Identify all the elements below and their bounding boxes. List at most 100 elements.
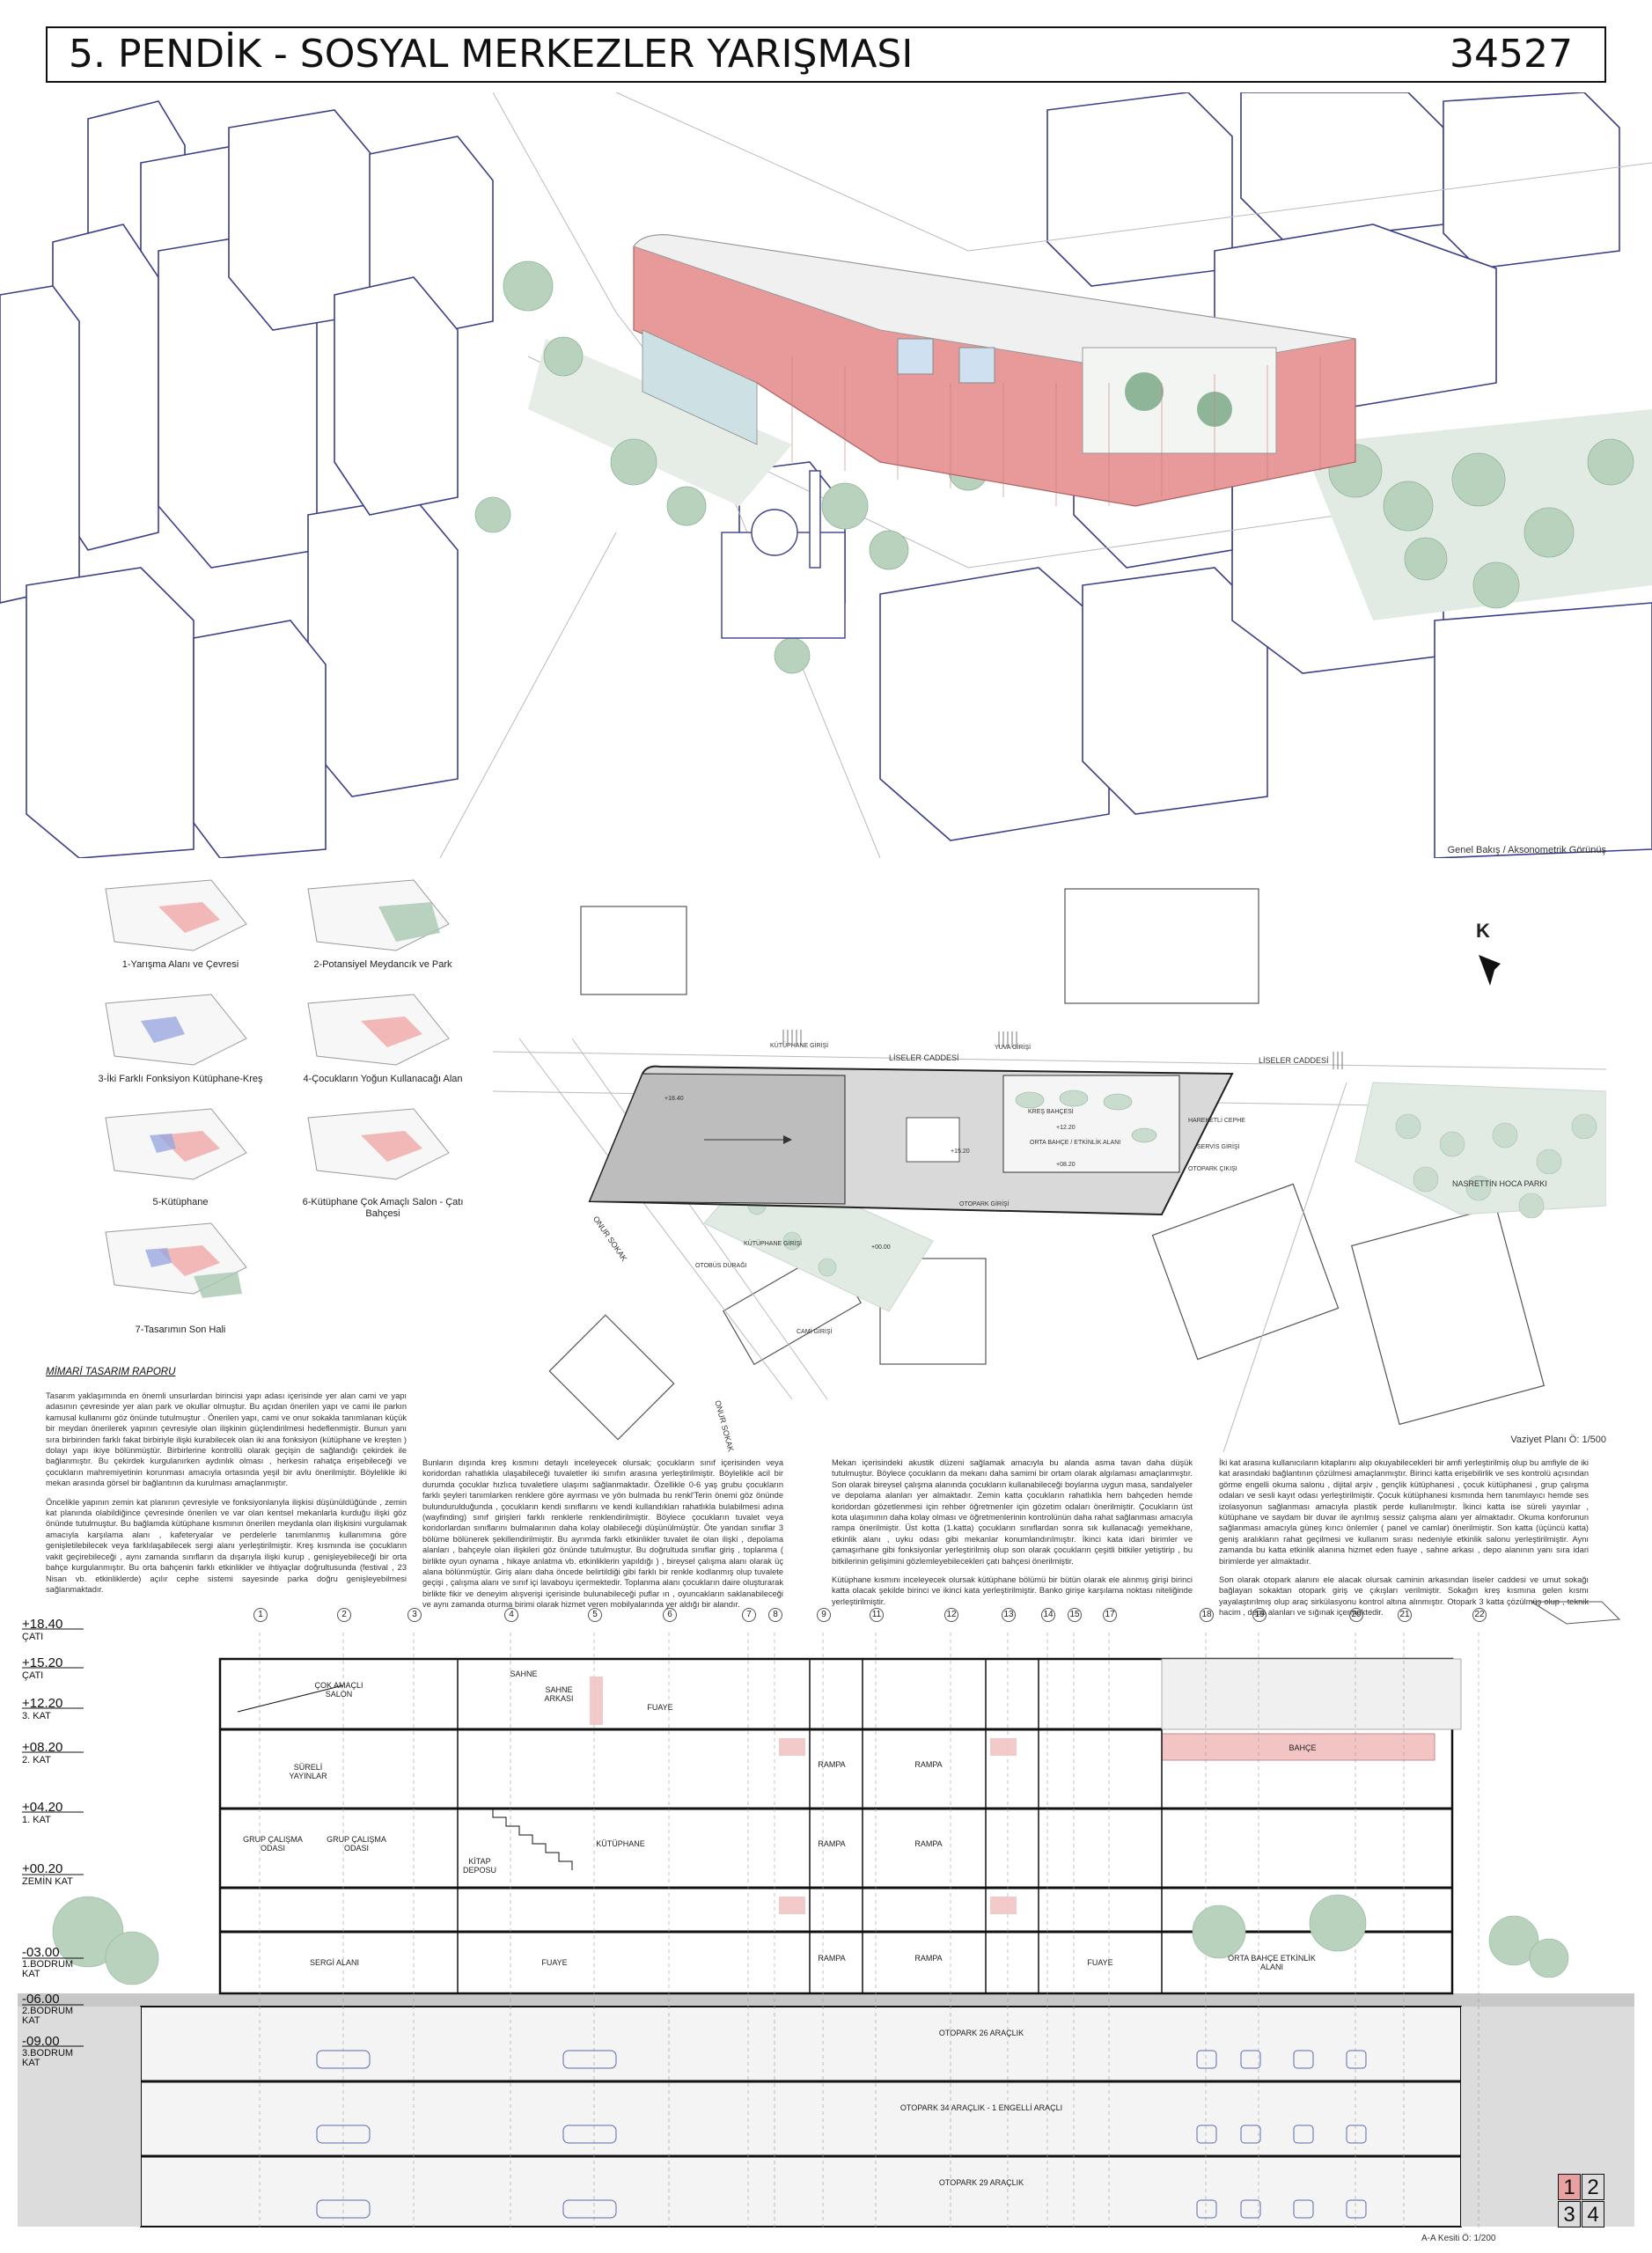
central-garden-label: ORTA BAHÇE / ETKİNLİK ALANI [1030, 1140, 1121, 1146]
main-building [633, 234, 1356, 507]
report-paragraph: Öncelikle yapının zemin kat planının çev… [46, 1497, 407, 1594]
section-trees [52, 1894, 1569, 1985]
room-label: FUAYE [647, 1703, 673, 1712]
diagram-label-5: 5-Kütüphane [152, 1197, 209, 1207]
diagram-label-3: 3-İki Farklı Fonksiyon Kütüphane-Kreş [98, 1074, 263, 1084]
room-label: SAHNE [510, 1670, 538, 1678]
parking-entry-label: OTOPARK GİRİŞİ [959, 1201, 1010, 1207]
grid-axis-label: 15 [1068, 1608, 1082, 1622]
level-label: +12.20 3. KAT [22, 1696, 63, 1721]
report-paragraph: Kütüphane kısmını inceleyecek olursak kü… [832, 1575, 1193, 1606]
page-title: 5. PENDİK - SOSYAL MERKEZLER YARIŞMASI [69, 32, 914, 77]
trees [474, 261, 1634, 674]
kids-garden-label: KREŞ BAHÇESİ [1028, 1109, 1074, 1115]
diagram-sketches [105, 879, 450, 1298]
report-paragraph: Son olarak otopark alanını ele alacak ol… [1219, 1575, 1589, 1618]
report-paragraph: Bunların dışında kreş kısmını detaylı in… [422, 1458, 783, 1610]
title-frame [46, 26, 1606, 83]
north-label: K [1476, 920, 1490, 942]
room-label: RAMPA [914, 1760, 943, 1769]
section-drawing: 1 2 3 4 5 6 7 8 9 11 12 13 14 15 17 18 1… [18, 1597, 1634, 2249]
elevation-label-4: +08.20 [1056, 1162, 1076, 1168]
grid-axis-label: 9 [817, 1608, 831, 1622]
report-paragraph: Tasarım yaklaşımında en önemli unsurlard… [46, 1391, 407, 1488]
key-plan-icon [1530, 1601, 1621, 1625]
grid-axis-label: 17 [1103, 1608, 1117, 1622]
room-label: OTOPARK 26 ARAÇLIK [938, 2029, 1024, 2037]
room-label: KİTAP DEPOSU [462, 1857, 496, 1875]
grid-axis-label: 22 [1472, 1608, 1487, 1622]
room-label: RAMPA [914, 1954, 943, 1963]
roof-garden [1082, 347, 1277, 454]
elevation-label-3: +12.20 [1056, 1125, 1076, 1131]
room-label: KÜTÜPHANE [596, 1839, 645, 1848]
diagram-label-7: 7-Tasarımın Son Hali [135, 1325, 226, 1335]
axonometric-drawing [0, 92, 1652, 859]
park-area [1303, 409, 1652, 620]
diagram-label-6: 6-Kütüphane Çok Amaçlı Salon - Çatı Bahç… [302, 1197, 464, 1219]
grid-axis-label: 14 [1041, 1608, 1055, 1622]
grid-axis-label: 1 [253, 1608, 268, 1622]
service-entry-label: SERVİS GİRİŞİ [1197, 1144, 1240, 1150]
report-paragraph: İki kat arasına kullanıcıların kitapları… [1219, 1458, 1589, 1566]
level-label: +04.20 1. KAT [22, 1800, 63, 1825]
grid-axis-label: 18 [1200, 1608, 1214, 1622]
report-column-4: İki kat arasına kullanıcıların kitapları… [1219, 1457, 1589, 1626]
room-label: OTOPARK 29 ARAÇLIK [938, 2178, 1024, 2187]
roof-garden-bahce [1161, 1733, 1435, 1761]
room-label: RAMPA [818, 1954, 846, 1963]
room-label: FUAYE [1087, 1958, 1113, 1967]
grid-axis-label: 3 [407, 1608, 422, 1622]
room-label: OTOPARK 34 ARAÇLIK - 1 ENGELLİ ARAÇLI [899, 2103, 1063, 2112]
elevation-label-2: +15.20 [951, 1149, 970, 1155]
grid-axis-label: 5 [588, 1608, 602, 1622]
room-label: SÜRELİ YAYINLAR [289, 1763, 327, 1780]
sheet-index: 1 2 3 4 [1558, 2174, 1605, 2228]
grid-axis-label: 13 [1002, 1608, 1016, 1622]
room-label: ORTA BAHÇE ETKİNLİK ALANI [1228, 1954, 1316, 1971]
sheet-cell-4[interactable]: 4 [1582, 2201, 1604, 2227]
report-heading: MİMARİ TASARIM RAPORU [46, 1367, 176, 1377]
room-label: SERGİ ALANI [309, 1958, 360, 1967]
grid-axis-label: 4 [504, 1608, 518, 1622]
elevation-label-1: +18.40 [664, 1096, 684, 1102]
room-label: BAHÇE [1289, 1743, 1317, 1752]
bus-stop-label: OTOBÜS DURAĞI [695, 1263, 747, 1269]
room-label: GRUP ÇALIŞMA ODASI [243, 1835, 303, 1853]
grid-axis-label: 20 [1349, 1608, 1363, 1622]
grid-axis-label: 19 [1252, 1608, 1267, 1622]
sheet-cell-2[interactable]: 2 [1582, 2174, 1604, 2200]
parking-exit-label: OTOPARK ÇIKIŞI [1188, 1166, 1237, 1172]
axonometric-view [0, 92, 1652, 859]
sheet-cell-1[interactable]: 1 [1558, 2174, 1581, 2200]
report-column-1: Tasarım yaklaşımında en önemli unsurlard… [46, 1391, 407, 1603]
axonometric-caption: Genel Bakış / Aksonometrik Görünüş [1447, 845, 1606, 855]
site-plan-drawing [492, 888, 1607, 1453]
sheet-cell-3[interactable]: 3 [1558, 2201, 1581, 2227]
room-label: GRUP ÇALIŞMA ODASI [327, 1835, 386, 1853]
level-label: +00.20 ZEMİN KAT [22, 1861, 73, 1887]
grid-axis-label: 6 [663, 1608, 677, 1622]
section-linework [18, 1601, 1634, 2231]
grid-axis-label: 11 [870, 1608, 884, 1622]
central-courtyard [1002, 1075, 1180, 1173]
diagram-label-1: 1-Yarışma Alanı ve Çevresi [121, 959, 239, 970]
park-label: NASRETTİN HOCA PARKI [1452, 1179, 1547, 1188]
level-label: -03.00 1.BODRUM KAT [22, 1945, 74, 1979]
diagram-label-4: 4-Çocukların Yoğun Kullanacağı Alan [303, 1074, 463, 1084]
elevation-label-5: +00.00 [871, 1244, 891, 1251]
level-label: -09.00 3.BODRUM KAT [22, 2034, 74, 2068]
level-label: +18.40 ÇATI [22, 1617, 63, 1642]
report-column-3: Mekan içerisindeki akustik düzeni sağlam… [832, 1457, 1193, 1615]
level-label: +08.20 2. KAT [22, 1740, 63, 1765]
grid-axis-label: 7 [742, 1608, 756, 1622]
room-label: FUAYE [541, 1958, 568, 1967]
room-label: SAHNE ARKASI [544, 1685, 574, 1703]
room-label: RAMPA [818, 1760, 846, 1769]
library-entry-label: KÜTÜPHANE GİRİŞİ [770, 1043, 829, 1049]
nursery-entry-label: YUVA GİRİŞİ [995, 1045, 1032, 1051]
report-column-2: Bunların dışında kreş kısmını detaylı in… [422, 1457, 783, 1618]
level-label: -06.00 2.BODRUM KAT [22, 1992, 74, 2026]
grid-axis-label: 21 [1398, 1608, 1412, 1622]
entry-number: 34527 [1450, 32, 1573, 77]
